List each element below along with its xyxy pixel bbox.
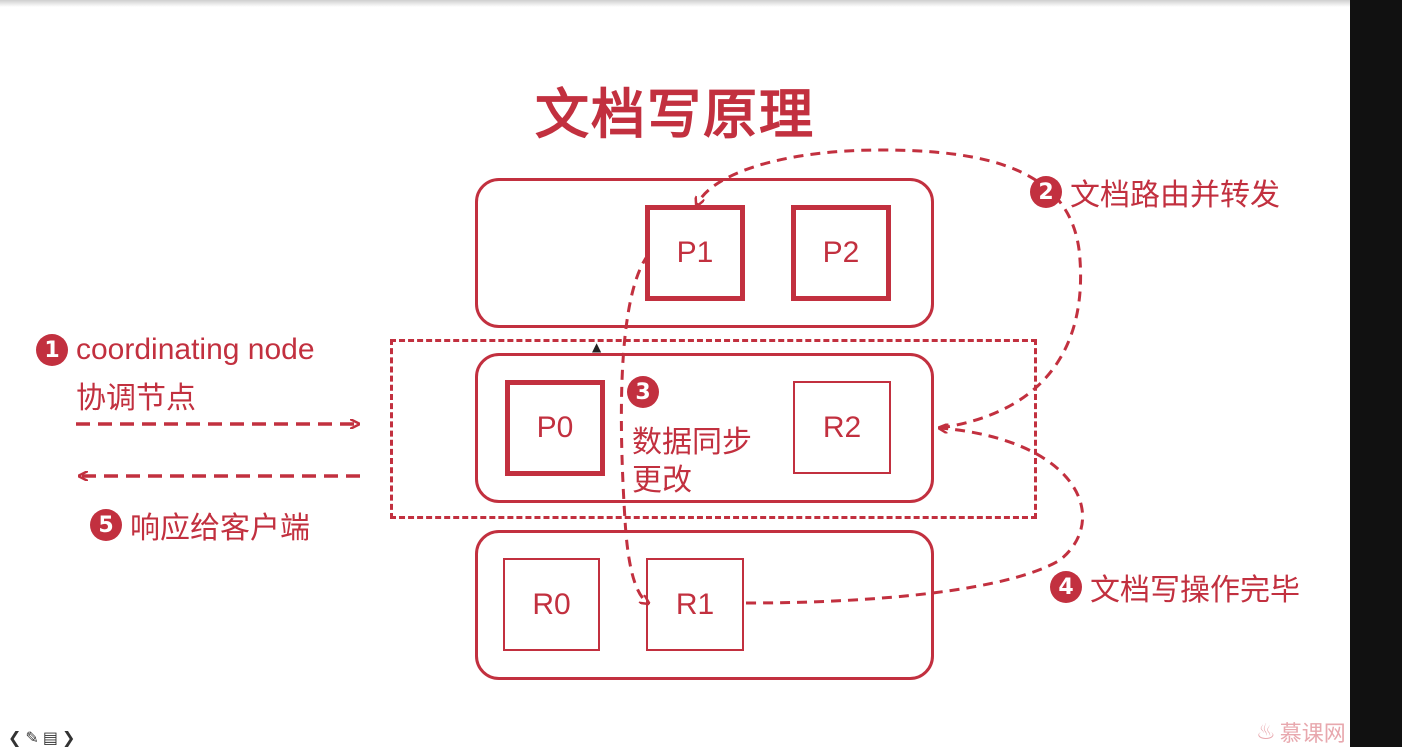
step1-subtext: 协调节点 [76, 382, 196, 415]
step5-label: 5 响应给客户端 [90, 503, 310, 547]
step4-badge: 4 [1050, 571, 1082, 603]
shard-p1: P1 [645, 205, 745, 301]
step4-text: 文档写操作完毕 [1090, 574, 1300, 607]
next-arrow-icon[interactable]: ❯ [61, 728, 76, 747]
node-top [475, 178, 934, 328]
step1-badge: 1 [36, 334, 68, 366]
complete-arrow [745, 428, 1085, 605]
watermark-text: 慕课网 [1279, 722, 1346, 747]
menu-icon[interactable]: ▤ [42, 728, 58, 747]
step3-badge-wrap: 3 [627, 376, 667, 408]
sync-arrow [619, 254, 648, 603]
slide-controls[interactable]: ❮ ✎ ▤ ❯ [8, 728, 75, 747]
mouse-cursor-icon: ▲ [592, 340, 602, 354]
watermark-logo: ♨ 慕课网 [1256, 716, 1346, 748]
prev-arrow-icon[interactable]: ❮ [8, 728, 22, 747]
node-middle [475, 353, 934, 503]
step5-badge: 5 [90, 509, 122, 541]
step2-label: 2 文档路由并转发 [1030, 170, 1280, 214]
step2-badge: 2 [1030, 176, 1062, 208]
flame-icon: ♨ [1256, 719, 1276, 745]
step5-text: 响应给客户端 [130, 512, 310, 545]
step3-text-line1: 数据同步 [632, 426, 752, 459]
route-arrow [697, 148, 1083, 430]
slide-title: 文档写原理 [535, 83, 815, 146]
shard-r1: R1 [646, 558, 744, 651]
step4-label: 4 文档写操作完毕 [1050, 565, 1300, 609]
window-top-edge [0, 0, 1350, 7]
step3-text-line2: 更改 [632, 464, 692, 497]
shard-r2: R2 [793, 381, 891, 474]
step1-text: coordinating node [76, 333, 315, 366]
shard-p2: P2 [791, 205, 891, 301]
pen-icon[interactable]: ✎ [25, 728, 39, 747]
step1-label: 1 coordinating node [36, 333, 315, 367]
flow-arrows [76, 148, 1085, 747]
step2-text: 文档路由并转发 [1070, 179, 1280, 212]
step3-badge: 3 [627, 376, 659, 408]
coordinating-node-outline [390, 339, 1037, 519]
shard-p0: P0 [505, 380, 605, 476]
shard-r0: R0 [503, 558, 600, 651]
screen-right-border [1350, 0, 1402, 747]
node-bottom [475, 530, 934, 680]
